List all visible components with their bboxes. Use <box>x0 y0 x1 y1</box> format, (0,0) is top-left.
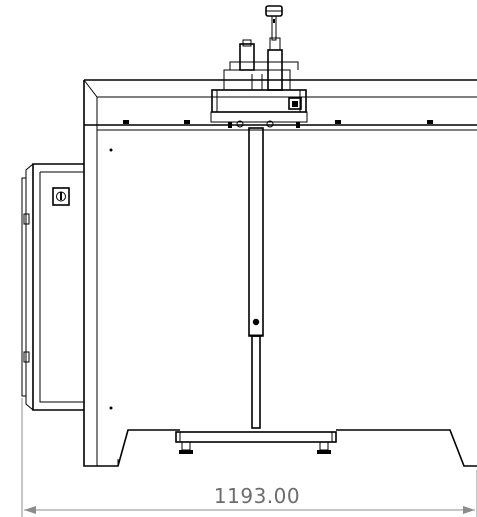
mount-hole <box>427 120 433 124</box>
arrow-right-icon <box>463 506 475 514</box>
mount-hole <box>184 120 190 124</box>
support-column <box>175 127 337 454</box>
carriage-assembly <box>210 5 308 128</box>
switch-icon <box>52 187 70 206</box>
electrical-box <box>21 163 84 411</box>
dimension-label: 1193.00 <box>214 484 300 508</box>
dimension: 1193.00 <box>21 398 477 517</box>
cabinet-body <box>83 79 477 467</box>
mount-hole <box>123 120 129 124</box>
mount-hole <box>335 120 341 124</box>
arrow-left-icon <box>24 506 36 514</box>
